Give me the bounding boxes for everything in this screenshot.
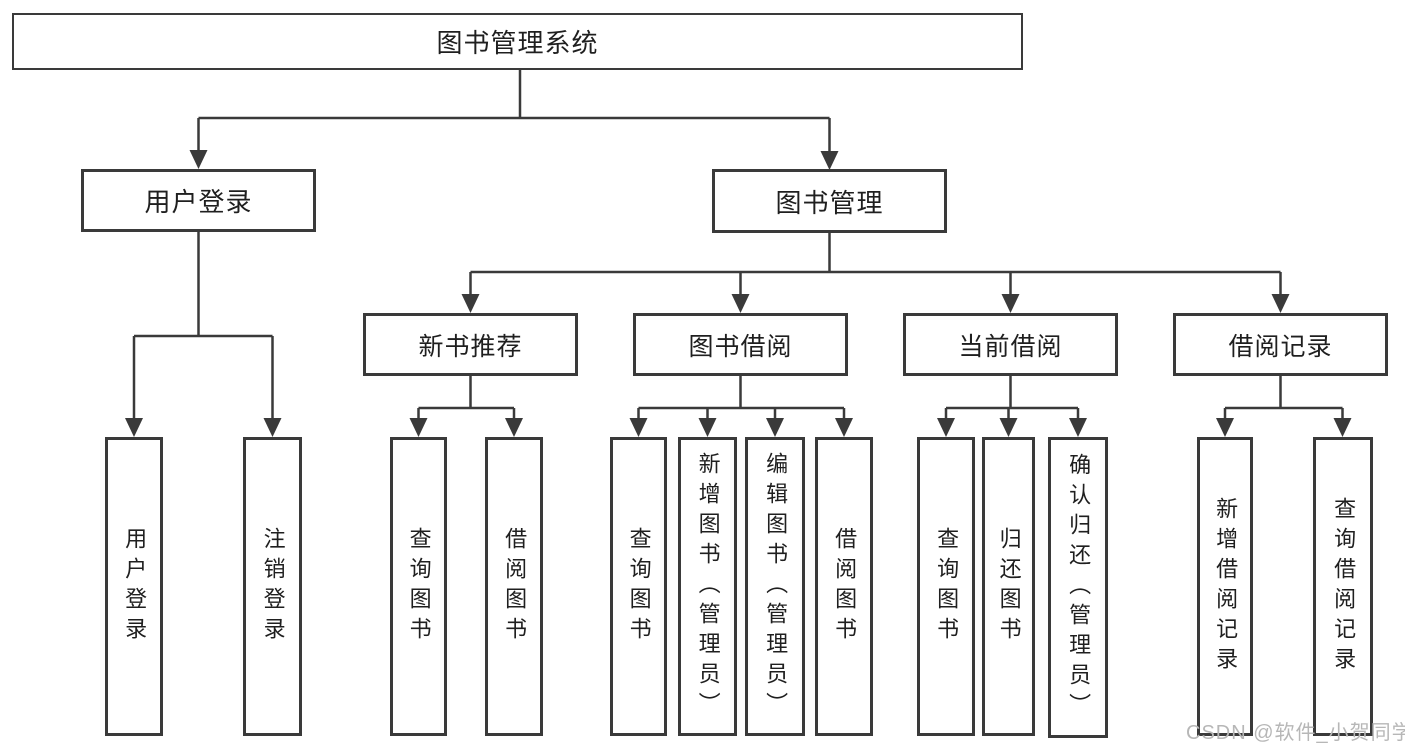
connector-newbooks-to-leaves	[417, 376, 516, 418]
arrow-down-icon	[263, 418, 282, 437]
leaf-confirm-return-admin: 确认归还（管理员）	[1048, 437, 1108, 738]
leaf-borrow-books-borrowing: 借阅图书	[815, 437, 873, 736]
arrow-down-icon	[1333, 418, 1352, 437]
connector-bookmgmt-to-groups	[469, 233, 1282, 294]
node-current-borrowing: 当前借阅	[903, 313, 1118, 376]
connector-records-to-leaves	[1223, 376, 1344, 418]
arrow-down-icon	[937, 418, 955, 437]
connector-borrowing-to-leaves	[637, 376, 846, 418]
node-new-book-recommendation: 新书推荐	[363, 313, 578, 376]
node-borrowing-records: 借阅记录	[1173, 313, 1388, 376]
node-user-login: 用户登录	[81, 169, 316, 232]
arrow-down-icon	[1271, 294, 1290, 313]
leaf-query-books-current: 查询图书	[917, 437, 975, 736]
node-book-borrowing: 图书借阅	[633, 313, 848, 376]
arrow-down-icon	[1001, 294, 1020, 313]
arrow-down-icon	[505, 418, 523, 437]
arrow-down-icon	[461, 294, 480, 313]
arrow-down-icon	[698, 418, 717, 437]
arrow-down-icon	[999, 418, 1018, 437]
leaf-return-books: 归还图书	[982, 437, 1035, 736]
arrow-down-icon	[835, 418, 853, 437]
connector-root-to-level2	[197, 70, 831, 151]
leaf-add-books-admin: 新增图书（管理员）	[678, 437, 737, 736]
leaf-query-borrow-record: 查询借阅记录	[1313, 437, 1373, 736]
leaf-add-borrow-record: 新增借阅记录	[1197, 437, 1253, 736]
csdn-watermark: CSDN @软件_小贺同学	[1186, 722, 1405, 744]
leaf-query-books-borrowing: 查询图书	[610, 437, 667, 736]
connector-userlogin-to-leaves	[132, 231, 274, 418]
arrow-down-icon	[1069, 418, 1087, 437]
arrowheads	[125, 150, 1352, 437]
leaf-borrow-books-newbooks: 借阅图书	[485, 437, 543, 736]
arrow-down-icon	[409, 418, 428, 437]
arrow-down-icon	[731, 294, 750, 313]
arrow-down-icon	[820, 151, 839, 170]
arrow-down-icon	[766, 418, 784, 437]
leaf-logout: 注销登录	[243, 437, 302, 736]
leaf-user-login: 用户登录	[105, 437, 163, 736]
node-book-management: 图书管理	[712, 169, 947, 233]
arrow-down-icon	[1216, 418, 1234, 437]
connector-current-to-leaves	[944, 376, 1080, 418]
node-root-library-system: 图书管理系统	[12, 13, 1023, 70]
arrow-down-icon	[125, 418, 143, 437]
arrow-down-icon	[189, 150, 208, 169]
arrow-down-icon	[629, 418, 648, 437]
leaf-edit-books-admin: 编辑图书（管理员）	[745, 437, 805, 736]
leaf-query-books-newbooks: 查询图书	[390, 437, 447, 736]
